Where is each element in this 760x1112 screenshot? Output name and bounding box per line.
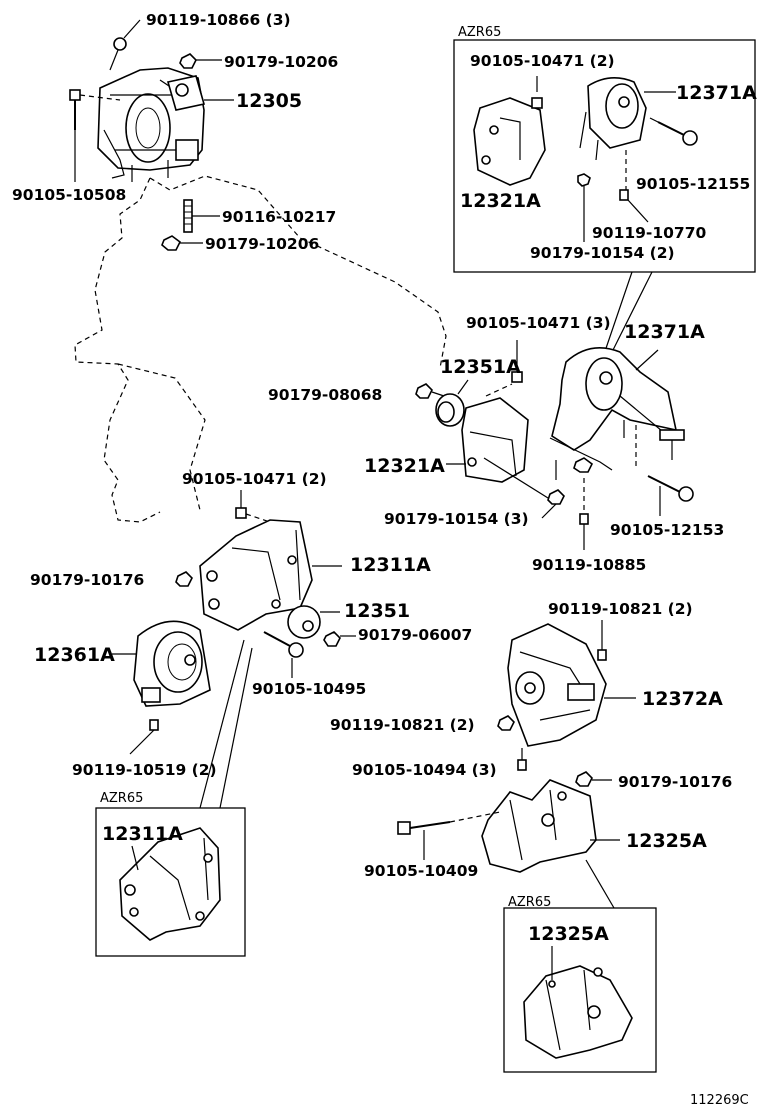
- inset-top-azr65: [453, 39, 756, 273]
- label-12361A: 12361A: [34, 644, 115, 666]
- label-12311A-main: 12311A: [350, 554, 431, 576]
- label-12351: 12351: [344, 600, 410, 622]
- inset-top-leader-a: [601, 271, 633, 361]
- inset-right-label-12325A: 12325A: [528, 923, 609, 945]
- label-90119-10821-left: 90119-10821 (2): [330, 716, 475, 734]
- part-12321A-main: [446, 397, 549, 499]
- inset-left-label-12311A: 12311A: [102, 823, 183, 845]
- label-90116-10217: 90116-10217: [222, 208, 336, 226]
- part-12371A-main: [549, 346, 694, 550]
- label-90119-10885: 90119-10885: [532, 556, 646, 574]
- inset-top-label-12371A: 12371A: [676, 82, 757, 104]
- inset-left-tag: AZR65: [100, 791, 143, 806]
- label-90105-10471-3: 90105-10471 (3): [466, 314, 611, 332]
- label-12325A-main: 12325A: [626, 830, 707, 852]
- label-90105-12153: 90105-12153: [610, 521, 724, 539]
- label-12372A: 12372A: [642, 688, 723, 710]
- label-12351A: 12351A: [440, 356, 521, 378]
- part-12311A-main: [175, 490, 342, 631]
- inset-top-label-90105-10471: 90105-10471 (2): [470, 52, 615, 70]
- label-90179-06007: 90179-06007: [358, 626, 472, 644]
- part-12351A: [415, 340, 523, 427]
- label-90179-10154-3: 90179-10154 (3): [384, 510, 529, 528]
- label-90105-10508: 90105-10508: [12, 186, 126, 204]
- label-90179-10206-a: 90179-10206: [224, 53, 338, 71]
- inset-top-tag: AZR65: [458, 25, 501, 40]
- label-90119-10866: 90119-10866 (3): [146, 11, 291, 29]
- label-90105-10495: 90105-10495: [252, 680, 366, 698]
- part-12361A: [112, 620, 211, 755]
- label-90179-10176-left: 90179-10176: [30, 571, 144, 589]
- part-12305-assembly: [69, 19, 234, 182]
- label-12371A-main: 12371A: [624, 321, 705, 343]
- part-12351: [263, 605, 356, 678]
- inset-top-label-12321A: 12321A: [460, 190, 541, 212]
- inset-top-label-90105-12155: 90105-12155: [636, 175, 750, 193]
- label-90105-10494: 90105-10494 (3): [352, 761, 497, 779]
- inset-left-leader-a: [199, 639, 245, 809]
- label-90119-10519: 90119-10519 (2): [72, 761, 217, 779]
- inset-left-leader-b: [219, 647, 253, 809]
- inset-left-azr65: [95, 807, 246, 957]
- nut-90179-10154: [541, 489, 565, 519]
- inset-right-tag: AZR65: [508, 895, 551, 910]
- label-90179-10206-b: 90179-10206: [205, 235, 319, 253]
- label-90105-10471-2: 90105-10471 (2): [182, 470, 327, 488]
- label-90119-10821-top: 90119-10821 (2): [548, 600, 693, 618]
- inset-top-leader-b: [607, 271, 653, 361]
- inset-right-azr65: [503, 907, 657, 1073]
- engine-outline: [74, 175, 447, 523]
- label-90105-10409: 90105-10409: [364, 862, 478, 880]
- inset-top-label-90119-10770: 90119-10770: [592, 224, 706, 242]
- part-12372A: [497, 620, 636, 771]
- label-90179-08068: 90179-08068: [268, 386, 382, 404]
- part-12325A-main: [397, 771, 620, 909]
- label-90179-10176-right: 90179-10176: [618, 773, 732, 791]
- label-12305: 12305: [236, 90, 302, 112]
- label-12321A-main: 12321A: [364, 455, 445, 477]
- diagram-ref-code: 112269C: [690, 1093, 749, 1108]
- inset-top-label-90179-10154: 90179-10154 (2): [530, 244, 675, 262]
- stud-and-nut-90116: [161, 199, 220, 251]
